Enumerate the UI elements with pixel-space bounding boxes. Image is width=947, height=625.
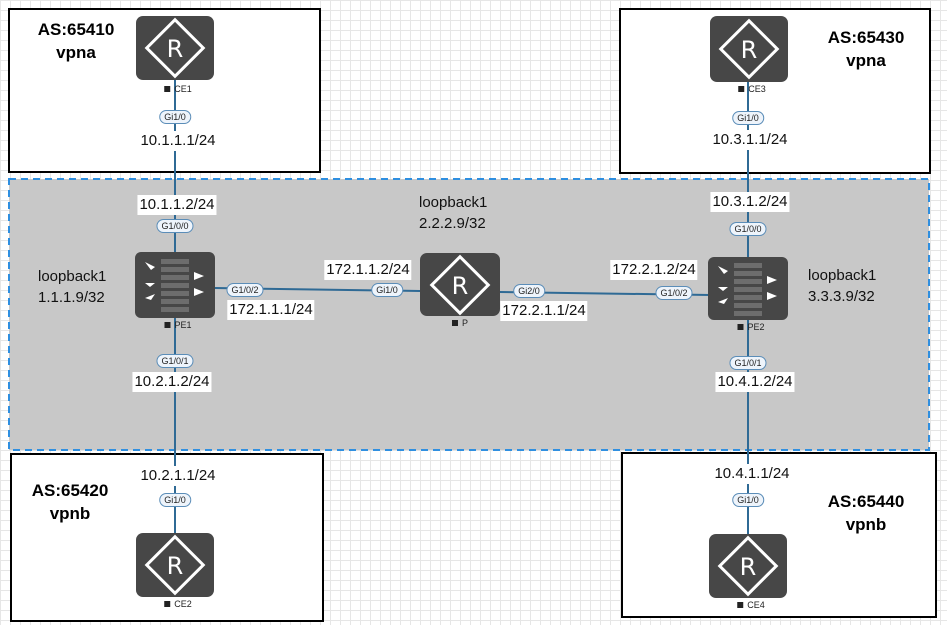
router-icon[interactable]: R — [136, 533, 214, 597]
ip-label-pe1-right: 172.1.1.1/24 — [227, 300, 315, 320]
svg-text:R: R — [452, 272, 469, 300]
svg-text:R: R — [167, 552, 184, 580]
ip-label-p-right: 172.2.1.1/24 — [500, 301, 588, 321]
svg-text:R: R — [741, 36, 758, 64]
ip-label-pe2-up: 10.3.1.2/24 — [710, 192, 790, 212]
port-tag-ce4[interactable]: Gi1/0 — [732, 493, 764, 507]
port-tag-pe2-down[interactable]: G1/0/1 — [729, 356, 767, 370]
router-icon[interactable]: R — [710, 16, 788, 82]
port-tag-ce1[interactable]: Gi1/0 — [159, 110, 191, 124]
svg-text:R: R — [740, 553, 757, 581]
port-tag-p-right[interactable]: Gi2/0 — [513, 284, 545, 298]
router-icon[interactable]: R — [709, 534, 787, 598]
port-tag-pe1-right[interactable]: G1/0/2 — [226, 283, 264, 297]
port-tag-pe2-up[interactable]: G1/0/0 — [729, 222, 767, 236]
device-name-ce2: CE2 — [164, 599, 192, 609]
port-tag-ce2[interactable]: Gi1/0 — [159, 493, 191, 507]
ip-label-p-left: 172.1.1.2/24 — [324, 260, 412, 280]
router-icon[interactable]: R — [136, 16, 214, 80]
ip-label-pe1-up: 10.1.1.2/24 — [137, 195, 217, 215]
device-name-pe2: PE2 — [737, 322, 764, 332]
router-icon[interactable]: R — [420, 253, 500, 316]
device-name-ce1: CE1 — [164, 84, 192, 94]
device-name-p: P — [452, 318, 468, 328]
ip-label-ce3: 10.3.1.1/24 — [710, 130, 790, 150]
device-name-ce4: CE4 — [737, 600, 765, 610]
firewall-router-icon[interactable] — [135, 252, 215, 318]
ip-label-ce2: 10.2.1.1/24 — [138, 466, 218, 486]
port-tag-pe1-up[interactable]: G1/0/0 — [156, 219, 194, 233]
port-tag-pe1-down[interactable]: G1/0/1 — [156, 354, 194, 368]
port-tag-p-left[interactable]: Gi1/0 — [371, 283, 403, 297]
ip-label-ce1: 10.1.1.1/24 — [138, 131, 218, 151]
port-tag-pe2-left[interactable]: G1/0/2 — [655, 286, 693, 300]
ip-label-pe2-left: 172.2.1.2/24 — [610, 260, 698, 280]
ip-label-pe1-down: 10.2.1.2/24 — [132, 372, 212, 392]
firewall-router-icon[interactable] — [708, 257, 788, 320]
port-tag-ce3[interactable]: Gi1/0 — [732, 111, 764, 125]
ip-label-pe2-down: 10.4.1.2/24 — [715, 372, 795, 392]
svg-text:R: R — [167, 35, 184, 63]
device-name-pe1: PE1 — [164, 320, 191, 330]
ip-label-ce4: 10.4.1.1/24 — [712, 464, 792, 484]
device-name-ce3: CE3 — [738, 84, 766, 94]
